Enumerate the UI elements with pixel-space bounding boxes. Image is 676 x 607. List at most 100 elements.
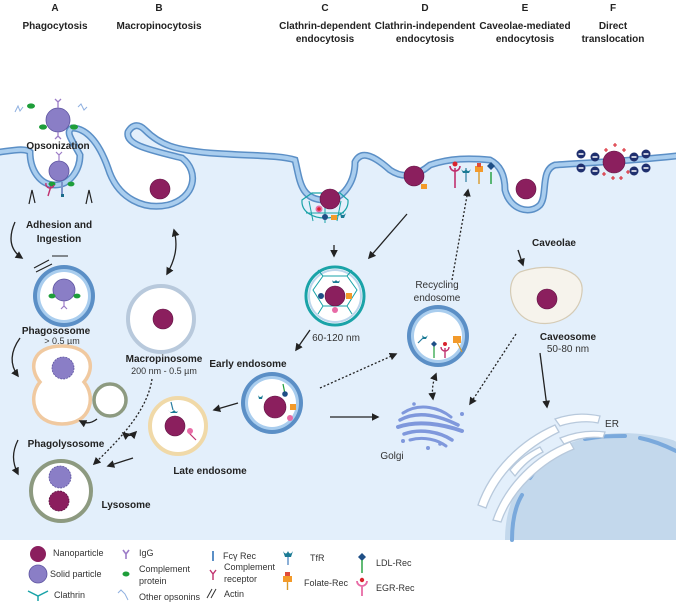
nanoparticle-icon	[319, 188, 341, 210]
arrow-early-to-late-endosome	[212, 402, 239, 412]
legend-item-egr-rec: EGR-Rec	[356, 577, 415, 596]
legend-label: EGR-Rec	[376, 583, 415, 593]
phagosome-lysosome-fusion	[31, 344, 128, 428]
other-opsonin-icon	[77, 103, 88, 111]
nanoparticle-in-ruffle	[149, 178, 171, 200]
egr-rec-center	[359, 577, 365, 583]
legend-label: TfR	[310, 553, 325, 563]
actin-icon	[206, 588, 217, 599]
egr-rec-icon	[332, 307, 338, 313]
legend-item-igg: IgG	[122, 548, 154, 559]
caveosome-label: Caveosome	[540, 332, 597, 343]
legend-item-actin: Actin	[206, 588, 244, 599]
negative-charges	[576, 149, 651, 176]
legend-label: Actin	[224, 589, 244, 599]
tfr-icon	[461, 169, 471, 173]
legend-label: Fcγ Rec	[223, 551, 257, 561]
column-title-d-line1: Clathrin-independent	[375, 21, 476, 32]
egr-rec-icon	[449, 165, 461, 188]
clathrin-coated-pit	[301, 188, 349, 223]
complement-protein-icon	[27, 103, 35, 109]
phagolysosome-label: Phagolysosome	[28, 439, 105, 450]
legend-item-solid-particle: Solid particle	[28, 564, 102, 584]
actin-icon	[28, 189, 93, 205]
column-letter-c: C	[321, 3, 328, 14]
nanoparticle-icon	[515, 178, 537, 200]
legend-item-clathrin: Clathrin	[27, 590, 85, 601]
endoplasmic-reticulum	[477, 413, 606, 523]
ldl-rec-icon	[318, 293, 324, 299]
egr-rec-icon	[440, 346, 450, 358]
igg-icon	[54, 98, 62, 140]
complement-protein-icon	[122, 571, 130, 577]
tfr-icon	[170, 401, 174, 411]
column-letter-d: D	[421, 3, 428, 14]
folate-rec-icon	[453, 336, 461, 343]
folate-rec-icon	[290, 404, 296, 410]
solid-particle-icon	[28, 564, 48, 584]
legend-item-fcy-rec: Fcγ Rec	[212, 551, 257, 561]
complement-protein-icon	[48, 293, 56, 299]
column-title-e-line1: Caveolae-mediated	[479, 21, 570, 32]
macropinosome	[126, 284, 196, 354]
arrow-ingestion-to-phagosome	[10, 221, 24, 259]
nanoparticle-icon	[164, 415, 186, 437]
actin-icon	[33, 255, 68, 273]
arrow-early-to-recycling-endosome	[319, 352, 398, 389]
ldl-rec-icon	[358, 553, 366, 561]
arrow-recycling-endosome-to-membrane	[451, 188, 471, 281]
igg-icon	[60, 301, 68, 310]
ldl-rec-icon	[431, 341, 437, 347]
legend-item-complement-receptor: Complement receptor	[209, 562, 276, 584]
igg-icon	[122, 549, 130, 559]
column-title-f-line1: Direct	[599, 21, 628, 32]
clathrin-coated-vesicle	[304, 265, 366, 327]
other-opsonin-icon	[14, 104, 24, 113]
ldl-rec-icon	[487, 162, 495, 170]
igg-icon	[55, 151, 63, 161]
legend-item-complement-protein: Complement protein	[122, 564, 191, 586]
complement-receptor-icon	[209, 569, 217, 580]
tfr-icon	[168, 409, 179, 413]
arrow-caveosome-to-er	[539, 352, 551, 409]
recycling-endosome-label-line1: Recycling	[415, 280, 458, 291]
direct-translocation	[576, 143, 651, 180]
folate-rec-icon	[346, 293, 352, 299]
nanoparticle-icon	[48, 490, 70, 512]
folate-rec-icon	[331, 215, 337, 220]
recycling-endosome-label-line2: endosome	[414, 293, 461, 304]
macropinosome-size: 200 nm - 0.5 µm	[131, 366, 197, 376]
nanoparticle-icon	[602, 150, 626, 174]
opsonized-particle	[14, 98, 88, 140]
legend-item-folate-rec: Folate-Rec	[283, 572, 349, 590]
late-endosome-label: Late endosome	[173, 466, 247, 477]
egr-rec-icon	[187, 428, 193, 434]
arrow-vesicle-to-early-endosome	[295, 329, 311, 352]
clathrin-icon	[27, 590, 49, 601]
folate-rec-icon	[421, 184, 427, 189]
legend-label: Nanoparticle	[53, 548, 104, 558]
arrow-lysosome-late-endosome	[121, 430, 138, 440]
folate-rec-icon	[283, 576, 292, 582]
solid-particle-icon	[51, 356, 75, 380]
solid-particle-icon	[52, 278, 76, 302]
egr-rec-center	[452, 161, 458, 167]
adhesion-label-line2: Ingestion	[37, 234, 81, 245]
egr-rec-center	[317, 207, 321, 211]
folate-rec-icon	[475, 166, 483, 172]
arrow-late-endosome-to-lysosome	[106, 457, 134, 468]
column-title-c-line1: Clathrin-dependent	[279, 21, 371, 32]
complement-receptor-icon	[45, 182, 55, 197]
lysosome-vesicle	[92, 382, 128, 418]
arrow-ruffle-macropinosome	[166, 228, 180, 276]
column-title-f-line2: translocation	[582, 34, 645, 45]
phagosome-size: > 0.5 µm	[44, 336, 79, 346]
legend-label: Other opsonins	[139, 592, 201, 602]
legend-item-tfr: TfR	[283, 551, 325, 565]
nanoparticle-icon	[263, 395, 287, 419]
nanoparticle-icon	[536, 288, 558, 310]
solid-particle-icon	[48, 160, 70, 182]
legend-label: receptor	[224, 574, 257, 584]
caveosome	[509, 266, 583, 325]
caveolae-label: Caveolae	[532, 238, 576, 249]
